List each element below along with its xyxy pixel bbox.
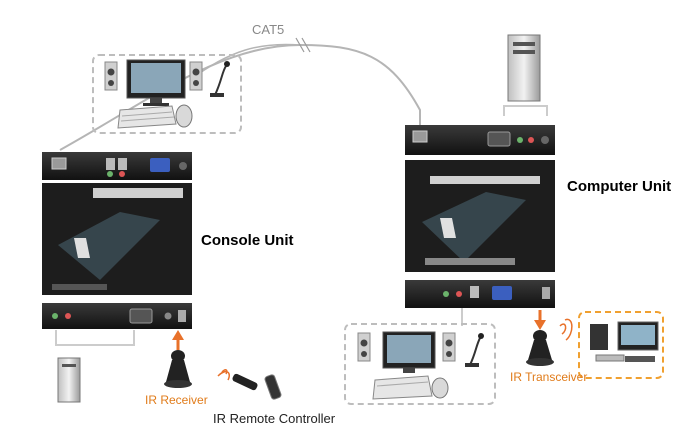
console-unit-label: Console Unit xyxy=(201,232,294,249)
speaker-icon xyxy=(104,61,118,91)
speaker-icon xyxy=(357,332,371,362)
computer-unit-front-panel xyxy=(405,280,555,308)
keyboard-icon xyxy=(372,375,433,400)
console-unit-body xyxy=(42,183,192,295)
computer-unit-label: Computer Unit xyxy=(567,178,672,195)
av-equipment-box xyxy=(578,311,664,379)
keyboard-icon xyxy=(117,105,177,129)
mouse-icon xyxy=(431,377,449,399)
console-unit-front-panel xyxy=(42,303,192,329)
pc-tower-icon xyxy=(57,357,81,403)
av-equipment-icon xyxy=(590,321,659,362)
ir-arrow xyxy=(172,330,184,350)
computer-unit-body xyxy=(405,160,555,272)
ir-receiver-icon xyxy=(164,350,192,388)
mouse-icon xyxy=(175,104,193,128)
monitor-icon xyxy=(126,59,186,106)
cat5-cable-left-branch xyxy=(189,43,301,81)
remote-control-icon xyxy=(217,369,282,400)
computer-peripherals-box xyxy=(344,323,496,405)
ir-transceiver-label: IR Transceiver xyxy=(510,370,588,384)
ir-remote-controller-label: IR Remote Controller xyxy=(213,411,336,426)
microphone-icon xyxy=(465,333,484,367)
speaker-icon xyxy=(442,332,456,362)
console-unit-rear-panel xyxy=(42,152,192,180)
cat5-label: CAT5 xyxy=(252,22,285,37)
speaker-icon xyxy=(189,61,203,91)
microphone-icon xyxy=(210,61,230,97)
computer-unit-rear-panel xyxy=(405,125,555,155)
ir-receiver-label: IR Receiver xyxy=(145,393,208,407)
cable-break-mark xyxy=(295,37,311,53)
pc-tower-icon xyxy=(507,34,541,102)
ir-arrow xyxy=(534,310,546,330)
monitor-icon xyxy=(382,331,436,373)
ir-receiver-icon xyxy=(526,330,554,366)
